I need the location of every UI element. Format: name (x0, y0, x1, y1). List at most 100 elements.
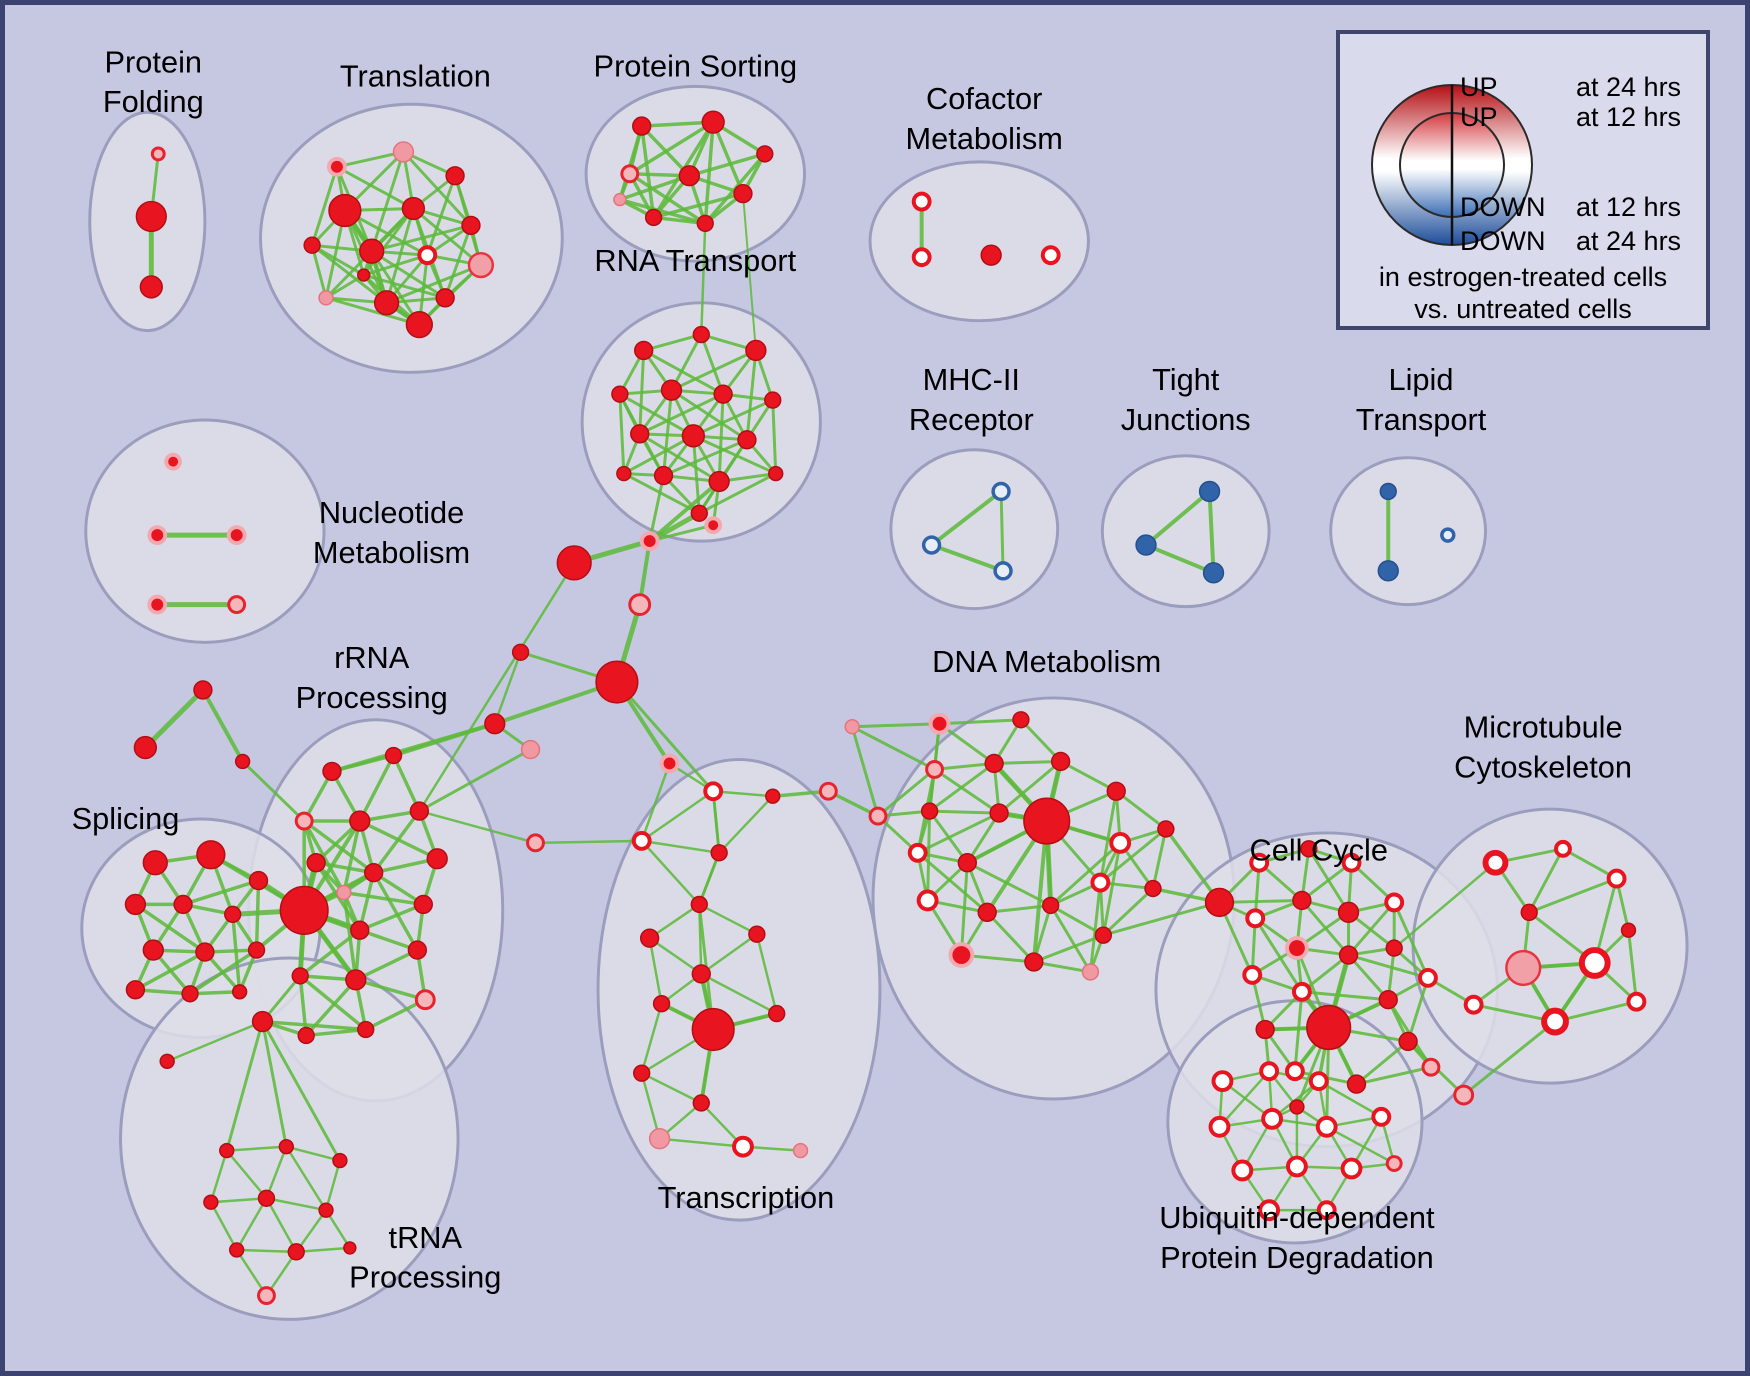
network-edge (1347, 900, 1396, 957)
network-edge (358, 902, 426, 932)
cluster-ellipse-nucleotide-metabolism (84, 418, 326, 644)
node-ubiquitin-degradation (1289, 1099, 1305, 1115)
network-edge (647, 479, 722, 544)
node-translation (461, 215, 481, 236)
node-trna-processing (332, 1152, 348, 1169)
node-microtubule-cytoskeleton (1541, 1007, 1569, 1036)
network-edge (1049, 903, 1092, 974)
node-transcription (710, 844, 728, 862)
network-edge (697, 851, 721, 906)
node-ubiquitin-degradation (1385, 1155, 1403, 1172)
node-rrna-processing (349, 810, 371, 832)
node-translation (359, 238, 385, 264)
node-transcription (631, 830, 652, 851)
node-protein-sorting (620, 164, 640, 184)
network-edge (703, 120, 715, 226)
node-connectors (639, 531, 660, 552)
network-edge (687, 152, 767, 178)
network-edge (745, 348, 758, 442)
network-edge (493, 651, 522, 725)
node-connectors (595, 660, 639, 704)
legend-footer-line1: in estrogen-treated cells (1378, 262, 1668, 292)
node-trna-processing (159, 1053, 175, 1069)
network-edge (142, 687, 206, 751)
node-cell-cycle (1337, 901, 1360, 924)
network-edge (371, 857, 439, 875)
network-edge (1317, 1079, 1383, 1119)
node-transcription (765, 788, 781, 804)
network-edge (209, 1149, 228, 1204)
network-edge (1151, 827, 1168, 891)
node-mhc-ii-receptor (991, 481, 1011, 502)
legend-dir-label: DOWN (1460, 226, 1546, 256)
node-microtubule-cytoskeleton (1578, 947, 1611, 979)
network-edge (265, 1197, 298, 1254)
network-edge (642, 348, 725, 396)
node-trna-processing (343, 1241, 357, 1255)
node-cell-cycle (1346, 1074, 1367, 1094)
legend-box: UP at 24 hrs UP at 12 hrs DOWN at 12 hrs… (1336, 30, 1710, 330)
node-transcription (690, 895, 708, 914)
node-splicing (142, 850, 168, 876)
node-cofactor-metabolism (980, 244, 1002, 266)
node-trna-processing (257, 1189, 276, 1207)
network-edge (711, 120, 745, 196)
node-trna-processing (251, 1010, 274, 1033)
node-transcription (748, 925, 766, 943)
node-connectors (484, 713, 506, 735)
node-transcription (648, 1128, 671, 1150)
node-translation (373, 290, 400, 316)
network-edge (411, 207, 483, 267)
cluster-label-dna-metabolism: DNA Metabolism (932, 644, 1161, 679)
node-cell-cycle (1341, 852, 1362, 873)
network-edge (928, 809, 1001, 815)
node-rrna-processing (322, 761, 342, 782)
network-edge (335, 165, 415, 210)
network-edge (662, 388, 673, 478)
network-edge (1347, 953, 1390, 1002)
node-cell-cycle (1255, 1019, 1275, 1040)
network-edge (771, 398, 778, 476)
network-edge (354, 948, 420, 982)
network-edge (618, 174, 692, 202)
node-trna-processing (278, 1138, 295, 1155)
node-microtubule-cytoskeleton (1606, 868, 1627, 889)
node-dna-metabolism (1144, 879, 1162, 898)
network-edge (285, 1145, 342, 1162)
node-rrna-processing (297, 1026, 315, 1045)
node-translation (303, 236, 321, 254)
node-dna-metabolism (977, 902, 997, 923)
network-edge (371, 809, 422, 875)
node-lipid-transport (1440, 527, 1456, 543)
network-edge (418, 809, 537, 845)
node-transcription (732, 1135, 754, 1158)
network-edge (741, 192, 757, 352)
node-tight-junctions (1202, 562, 1225, 584)
node-protein-sorting (613, 192, 627, 207)
node-cell-cycle (1284, 1061, 1305, 1082)
network-edge (1049, 903, 1105, 937)
network-edge (640, 839, 721, 855)
node-microtubule-cytoskeleton (1626, 991, 1647, 1012)
network-edge (648, 936, 703, 976)
node-connectors (133, 735, 158, 760)
node-cell-cycle (1292, 890, 1312, 911)
node-dna-metabolism (868, 806, 888, 826)
node-connectors (520, 739, 541, 760)
node-protein-sorting (733, 183, 753, 204)
node-transcription (703, 781, 724, 802)
node-transcription (768, 1004, 786, 1023)
node-nucleotide-metabolism (226, 525, 247, 546)
network-edge (618, 392, 626, 476)
network-edge (933, 761, 996, 771)
node-cell-cycle (1291, 981, 1312, 1002)
node-translation (417, 245, 438, 266)
node-transcription (652, 995, 671, 1013)
node-dna-metabolism (984, 753, 1004, 774)
network-edge (1561, 847, 1619, 881)
network-edge (700, 972, 778, 1015)
network-edge (370, 223, 473, 253)
network-edge (850, 725, 937, 771)
node-translation (318, 290, 334, 306)
network-edge (342, 890, 426, 907)
